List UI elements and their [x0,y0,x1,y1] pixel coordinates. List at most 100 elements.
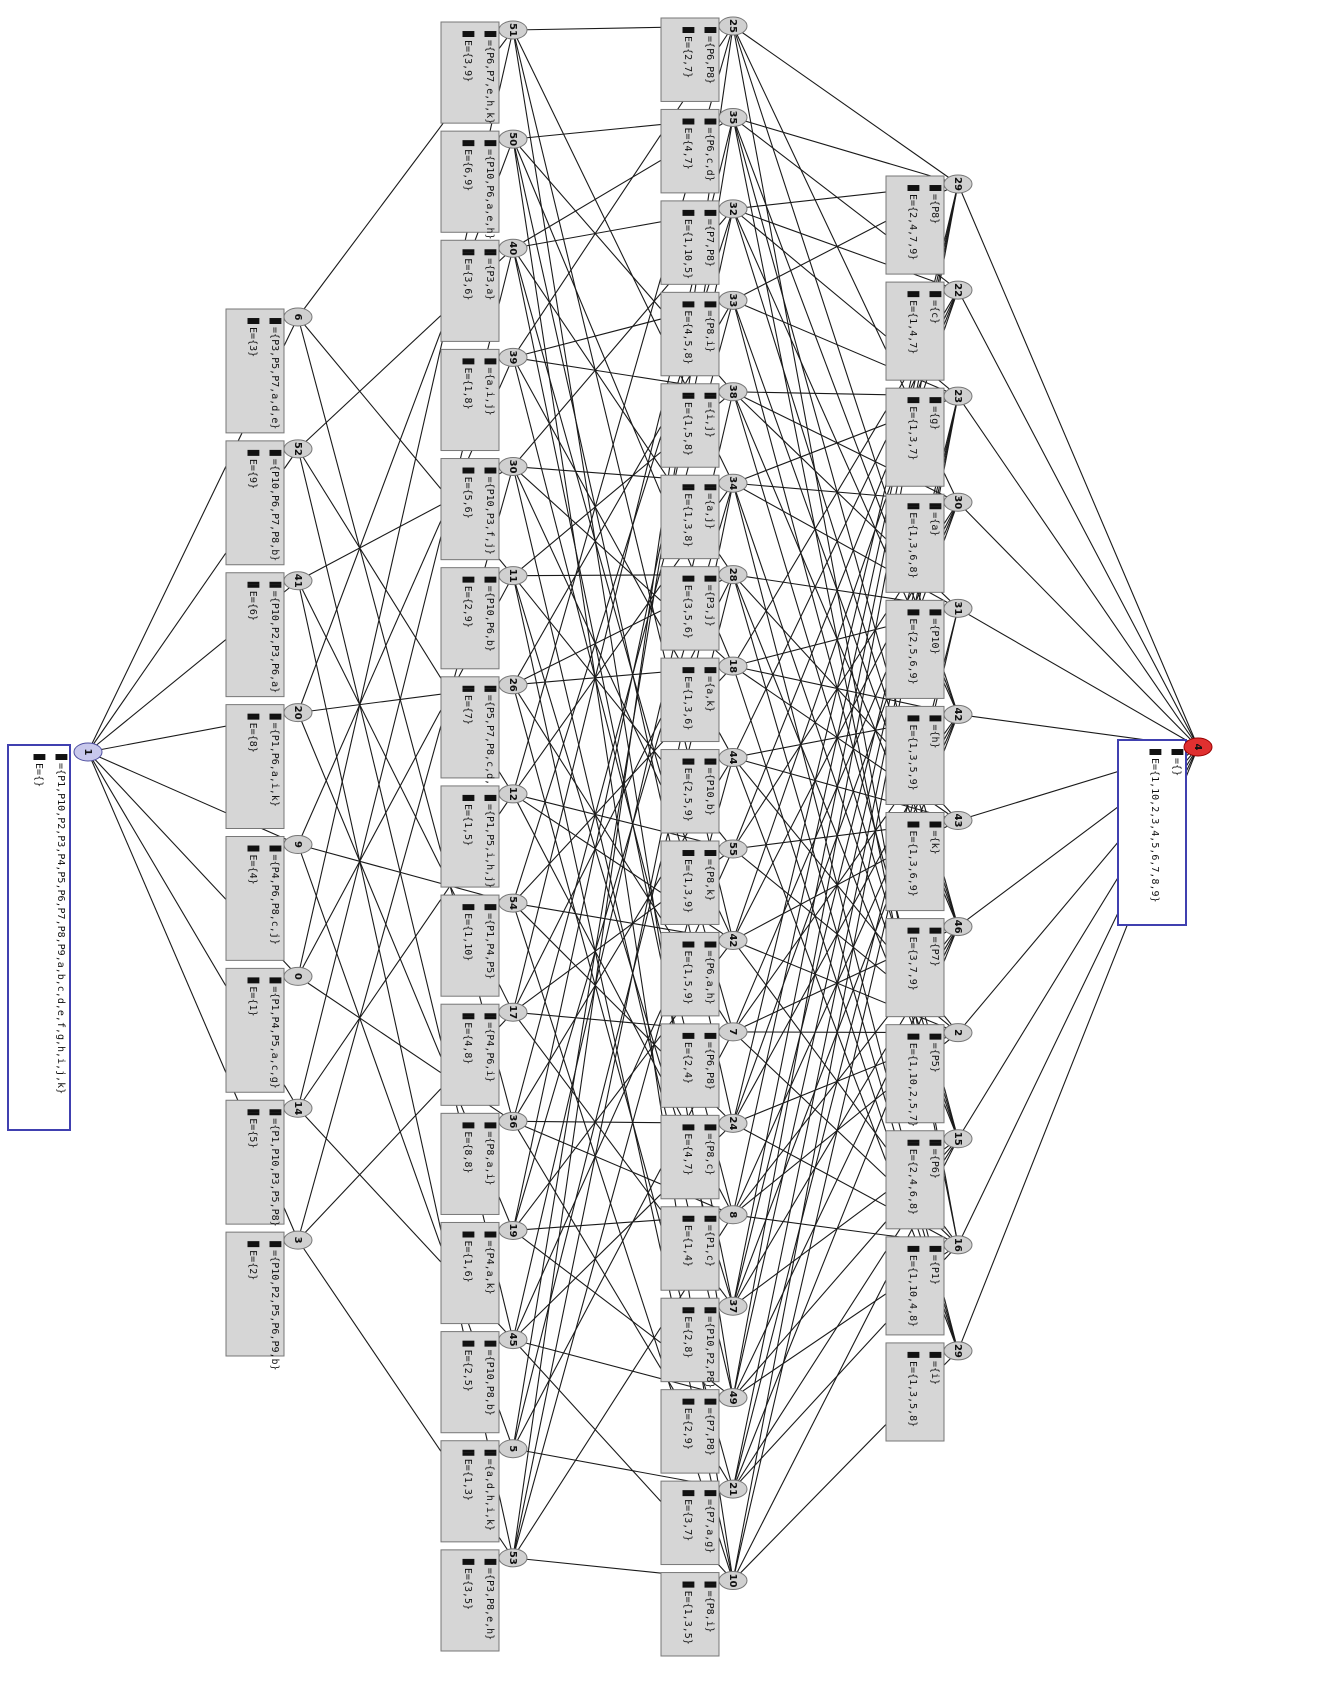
node-circle[interactable] [283,307,313,327]
node-29[interactable]: 29 [943,174,973,194]
node-14[interactable]: 14 [283,1098,313,1118]
node-42b[interactable]: 42 [943,704,973,724]
node-circle[interactable] [498,784,528,804]
node-circle[interactable] [1183,737,1213,757]
node-circle[interactable] [498,129,528,149]
node-15[interactable]: 15 [943,1129,973,1149]
node-circle[interactable] [283,571,313,591]
node-circle[interactable] [943,492,973,512]
node-32[interactable]: 32 [718,199,748,219]
node-circle[interactable] [718,930,748,950]
node-circle[interactable] [718,199,748,219]
node-28[interactable]: 28 [718,565,748,585]
node-circle[interactable] [943,174,973,194]
node-circle[interactable] [498,1002,528,1022]
node-21[interactable]: 21 [718,1479,748,1499]
node-circle[interactable] [718,290,748,310]
node-51[interactable]: 51 [498,20,528,40]
node-circle[interactable] [718,1479,748,1499]
node-49[interactable]: 49 [718,1388,748,1408]
node-38[interactable]: 38 [718,382,748,402]
node-50[interactable]: 50 [498,129,528,149]
node-circle[interactable] [498,675,528,695]
node-10[interactable]: 10 [718,1571,748,1591]
node-45[interactable]: 45 [498,1330,528,1350]
node-3[interactable]: 3 [283,1230,313,1250]
node-6[interactable]: 6 [283,307,313,327]
node-23[interactable]: 23 [943,386,973,406]
node-7[interactable]: 7 [718,1022,748,1042]
node-8[interactable]: 8 [718,1205,748,1225]
node-12[interactable]: 12 [498,784,528,804]
node-circle[interactable] [718,107,748,127]
node-circle[interactable] [718,1022,748,1042]
node-26[interactable]: 26 [498,675,528,695]
node-circle[interactable] [498,1548,528,1568]
node-9[interactable]: 9 [283,835,313,854]
node-circle[interactable] [283,835,313,854]
node-0[interactable]: 0 [283,966,313,986]
node-circle[interactable] [718,1388,748,1408]
node-circle[interactable] [498,1220,528,1240]
node-36[interactable]: 36 [498,1111,528,1131]
node-44[interactable]: 44 [718,748,748,768]
node-41[interactable]: 41 [283,571,313,591]
node-circle[interactable] [718,473,748,493]
node-53[interactable]: 53 [498,1548,528,1568]
node-circle[interactable] [718,656,748,676]
node-circle[interactable] [498,347,528,367]
node-circle[interactable] [718,1296,748,1316]
node-circle[interactable] [943,811,973,830]
node-52[interactable]: 52 [283,439,313,459]
node-22[interactable]: 22 [943,280,973,300]
node-circle[interactable] [943,1235,973,1255]
node-circle[interactable] [943,280,973,300]
node-18[interactable]: 18 [718,656,748,676]
node-circle[interactable] [498,893,528,913]
node-circle[interactable] [283,1098,313,1118]
node-circle[interactable] [498,566,528,586]
node-circle[interactable] [943,1129,973,1149]
node-54[interactable]: 54 [498,893,528,913]
node-circle[interactable] [283,1230,313,1250]
node-35[interactable]: 35 [718,107,748,127]
node-20[interactable]: 20 [283,703,313,723]
node-circle[interactable] [498,238,528,258]
node-31[interactable]: 31 [943,598,973,618]
node-30b[interactable]: 30 [943,492,973,512]
node-circle[interactable] [73,742,103,762]
node-circle[interactable] [943,704,973,724]
node-29b[interactable]: 29 [943,1341,973,1361]
node-43[interactable]: 43 [943,811,973,830]
node-circle[interactable] [943,598,973,618]
node-circle[interactable] [498,1330,528,1350]
node-circle[interactable] [498,457,528,477]
node-19[interactable]: 19 [498,1220,528,1240]
node-circle[interactable] [718,1113,748,1133]
node-circle[interactable] [943,1341,973,1361]
node-16[interactable]: 16 [943,1235,973,1255]
node-circle[interactable] [498,1439,528,1459]
node-39[interactable]: 39 [498,347,528,367]
node-42[interactable]: 42 [718,930,748,950]
node-circle[interactable] [283,703,313,723]
node-1[interactable]: 1 [73,742,103,762]
node-circle[interactable] [718,1571,748,1591]
node-2[interactable]: 2 [943,1023,973,1043]
node-circle[interactable] [943,386,973,406]
node-circle[interactable] [718,839,748,859]
node-11[interactable]: 11 [498,566,528,586]
node-circle[interactable] [718,16,748,36]
node-37[interactable]: 37 [718,1296,748,1316]
node-circle[interactable] [718,1205,748,1225]
node-17[interactable]: 17 [498,1002,528,1022]
node-circle[interactable] [943,917,973,937]
node-circle[interactable] [283,439,313,459]
node-circle[interactable] [498,1111,528,1131]
node-circle[interactable] [943,1023,973,1043]
node-4[interactable]: 4 [1183,737,1213,757]
node-33[interactable]: 33 [718,290,748,310]
node-46[interactable]: 46 [943,917,973,937]
node-circle[interactable] [718,748,748,768]
node-5[interactable]: 5 [498,1439,528,1459]
